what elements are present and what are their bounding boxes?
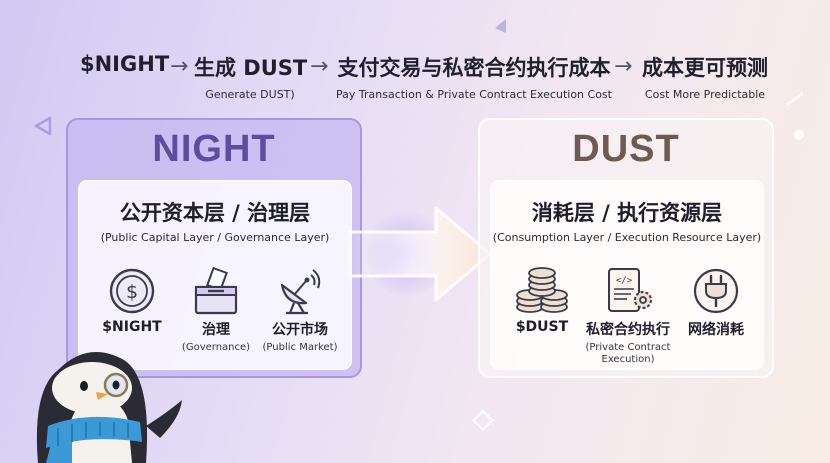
- night-item-token: $ $NIGHT: [87, 267, 177, 335]
- flow-step-generate-label: 生成 DUST: [194, 52, 306, 82]
- diamond-decoration-icon: [470, 408, 496, 434]
- dust-item-token-label: $DUST: [497, 319, 587, 335]
- flow-step-predictable-label: 成本更可预测: [640, 52, 770, 82]
- dollar-coin-icon: $: [108, 267, 156, 315]
- dust-item-network-label: 网络消耗: [671, 319, 761, 339]
- dust-heading: 消耗层 / 执行资源层: [491, 197, 763, 227]
- flow-arrow-1: →: [170, 54, 188, 79]
- coin-stacks-icon: [514, 267, 570, 315]
- dust-item-contract: </> 私密合约执行 (Private Contract Execution): [583, 267, 673, 366]
- satellite-dish-icon: [276, 267, 324, 315]
- flow-step-night-label: $NIGHT: [80, 52, 169, 76]
- night-item-market-sub: (Public Market): [255, 342, 345, 354]
- flow-row: $NIGHT → 生成 DUST Generate DUST) → 支付交易与私…: [0, 52, 830, 112]
- flow-arrow-2: →: [310, 54, 328, 79]
- flow-step-pay-sub: Pay Transaction & Private Contract Execu…: [336, 88, 612, 101]
- flow-step-predictable-sub: Cost More Predictable: [640, 88, 770, 101]
- night-title: NIGHT: [68, 128, 360, 171]
- svg-text:$: $: [126, 281, 138, 303]
- flow-arrow-3: →: [614, 54, 632, 79]
- dust-item-token: $DUST: [497, 267, 587, 335]
- svg-text:</>: </>: [616, 276, 633, 286]
- dust-panel: DUST 消耗层 / 执行资源层 (Consumption Layer / Ex…: [478, 118, 774, 378]
- night-subheading: (Public Capital Layer / Governance Layer…: [79, 231, 351, 244]
- code-document-gear-icon: </>: [601, 267, 655, 315]
- dust-item-contract-sub: (Private Contract Execution): [580, 342, 676, 366]
- flow-step-predictable: 成本更可预测 Cost More Predictable: [640, 52, 770, 101]
- flow-step-generate: 生成 DUST Generate DUST): [194, 52, 306, 101]
- flow-step-generate-sub: Generate DUST): [194, 88, 306, 101]
- dust-item-network: 网络消耗: [671, 267, 761, 339]
- dust-title: DUST: [480, 128, 772, 171]
- dash-decoration-icon: [786, 92, 806, 106]
- power-plug-icon: [692, 267, 740, 315]
- penguin-mascot-icon: [28, 330, 188, 463]
- dust-item-contract-label: 私密合约执行: [583, 319, 673, 339]
- triangle-decoration-icon: [34, 116, 52, 136]
- dust-subheading: (Consumption Layer / Execution Resource …: [491, 231, 763, 244]
- triangle-decoration-icon: [494, 18, 508, 34]
- night-item-market: 公开市场 (Public Market): [255, 267, 345, 354]
- flow-step-pay-label: 支付交易与私密合约执行成本: [336, 52, 612, 82]
- flow-step-night: $NIGHT: [80, 52, 169, 76]
- dust-inner-card: 消耗层 / 执行资源层 (Consumption Layer / Executi…: [490, 180, 764, 370]
- flow-step-pay: 支付交易与私密合约执行成本 Pay Transaction & Private …: [336, 52, 612, 101]
- ballot-box-icon: [191, 267, 241, 315]
- night-item-market-label: 公开市场: [255, 319, 345, 339]
- night-heading: 公开资本层 / 治理层: [79, 197, 351, 227]
- dot-decoration-icon: [792, 128, 806, 142]
